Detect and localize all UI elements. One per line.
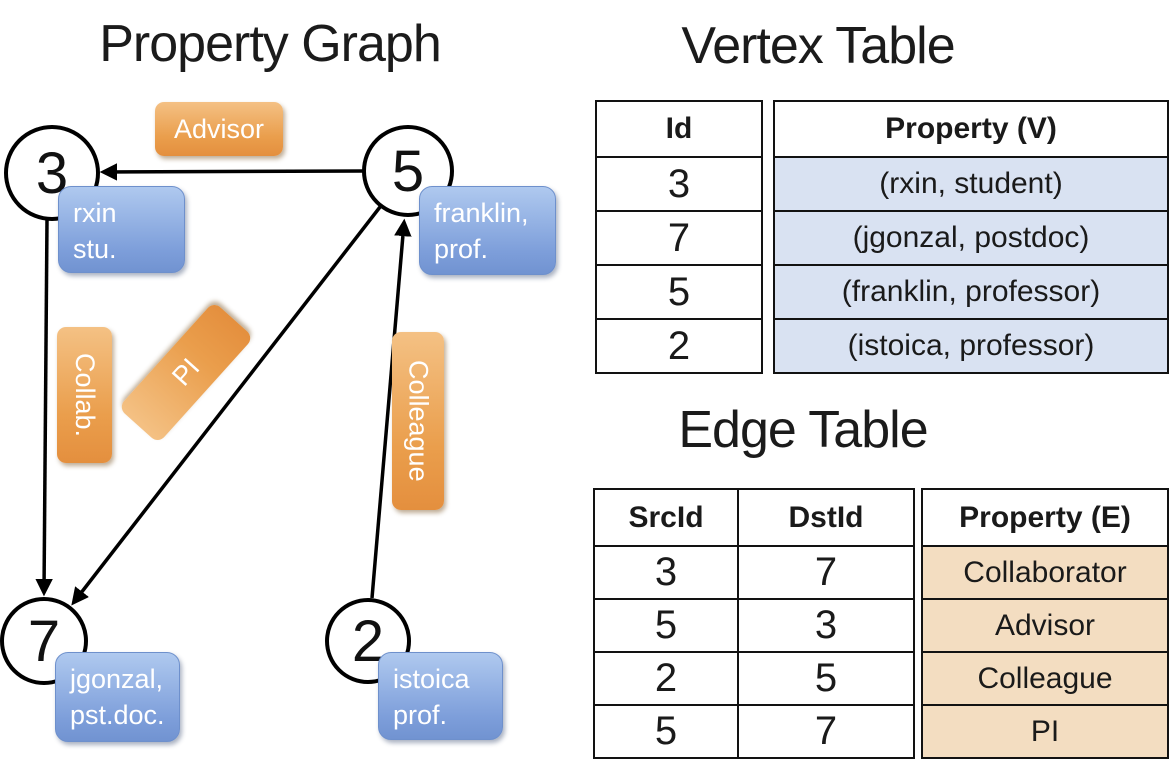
node-5-id: 5 — [391, 138, 425, 204]
node-3-property-line1: rxin — [73, 198, 117, 228]
edge-3-to-7-arrow — [35, 219, 53, 597]
edge-dstid-cell: 7 — [737, 545, 915, 600]
vertex-id-cell: 5 — [595, 264, 763, 320]
edge-property-cell: PI — [921, 704, 1169, 759]
vertex-property-cell: (jgonzal, postdoc) — [773, 210, 1169, 266]
edge-label-collab: Collab. — [57, 327, 112, 463]
edge-label-advisor-text: Advisor — [173, 113, 265, 144]
edge-label-collab-text: Collab. — [70, 352, 100, 438]
edge-label-advisor: Advisor — [155, 102, 283, 156]
property-graph-title: Property Graph — [99, 15, 442, 73]
node-7-property-label: jgonzal, pst.doc. — [55, 652, 180, 742]
edge-srcid-cell: 5 — [593, 704, 739, 759]
edge-table-title: Edge Table — [678, 401, 928, 459]
node-2-property-line2: prof. — [393, 700, 448, 730]
edge-srcid-cell: 2 — [593, 651, 739, 706]
edge-label-pi: PI — [118, 301, 254, 444]
edge-property-cell: Colleague — [921, 651, 1169, 706]
vertex-id-cell: 3 — [595, 156, 763, 212]
node-2-property-line1: istoica — [393, 664, 470, 694]
node-5-property-line1: franklin, — [434, 198, 529, 228]
edge-property-cell: Collaborator — [921, 545, 1169, 600]
edge-label-colleague: Colleague — [392, 332, 444, 510]
edge-property-header: Property (E) — [921, 488, 1169, 547]
edge-property-cell: Advisor — [921, 598, 1169, 653]
node-2-property-label: istoica prof. — [378, 652, 503, 740]
vertex-id-header: Id — [595, 100, 763, 158]
edge-dstid-header: DstId — [737, 488, 915, 547]
node-7-id: 7 — [27, 608, 61, 674]
node-5-property-label: franklin, prof. — [419, 186, 556, 275]
edge-label-pi-text: PI — [165, 352, 206, 392]
vertex-property-cell: (rxin, student) — [773, 156, 1169, 212]
edge-table-id-columns: SrcId DstId 3 7 5 3 2 5 5 7 — [593, 488, 915, 759]
vertex-id-cell: 2 — [595, 318, 763, 374]
vertex-table-title: Vertex Table — [681, 17, 955, 75]
node-7-property-line2: pst.doc. — [70, 700, 165, 730]
node-3-property-label: rxin stu. — [58, 186, 185, 273]
node-3-property-line2: stu. — [73, 234, 117, 264]
edge-table-property-column: Property (E) Collaborator Advisor Collea… — [921, 488, 1169, 759]
edge-label-colleague-text: Colleague — [403, 360, 434, 482]
vertex-table-id-column: Id 3 7 5 2 — [595, 100, 763, 374]
edge-dstid-cell: 7 — [737, 704, 915, 759]
edge-dstid-cell: 3 — [737, 598, 915, 653]
edge-dstid-cell: 5 — [737, 651, 915, 706]
edge-5-to-3-arrow — [99, 163, 365, 181]
vertex-property-cell: (franklin, professor) — [773, 264, 1169, 320]
vertex-property-header: Property (V) — [773, 100, 1169, 158]
vertex-table-property-column: Property (V) (rxin, student) (jgonzal, p… — [773, 100, 1169, 374]
vertex-id-cell: 7 — [595, 210, 763, 266]
edge-srcid-header: SrcId — [593, 488, 739, 547]
edge-srcid-cell: 5 — [593, 598, 739, 653]
graph-node-3: 3 — [4, 125, 100, 221]
node-5-property-line2: prof. — [434, 234, 489, 264]
node-7-property-line1: jgonzal, — [70, 664, 164, 694]
vertex-property-cell: (istoica, professor) — [773, 318, 1169, 374]
edge-srcid-cell: 3 — [593, 545, 739, 600]
